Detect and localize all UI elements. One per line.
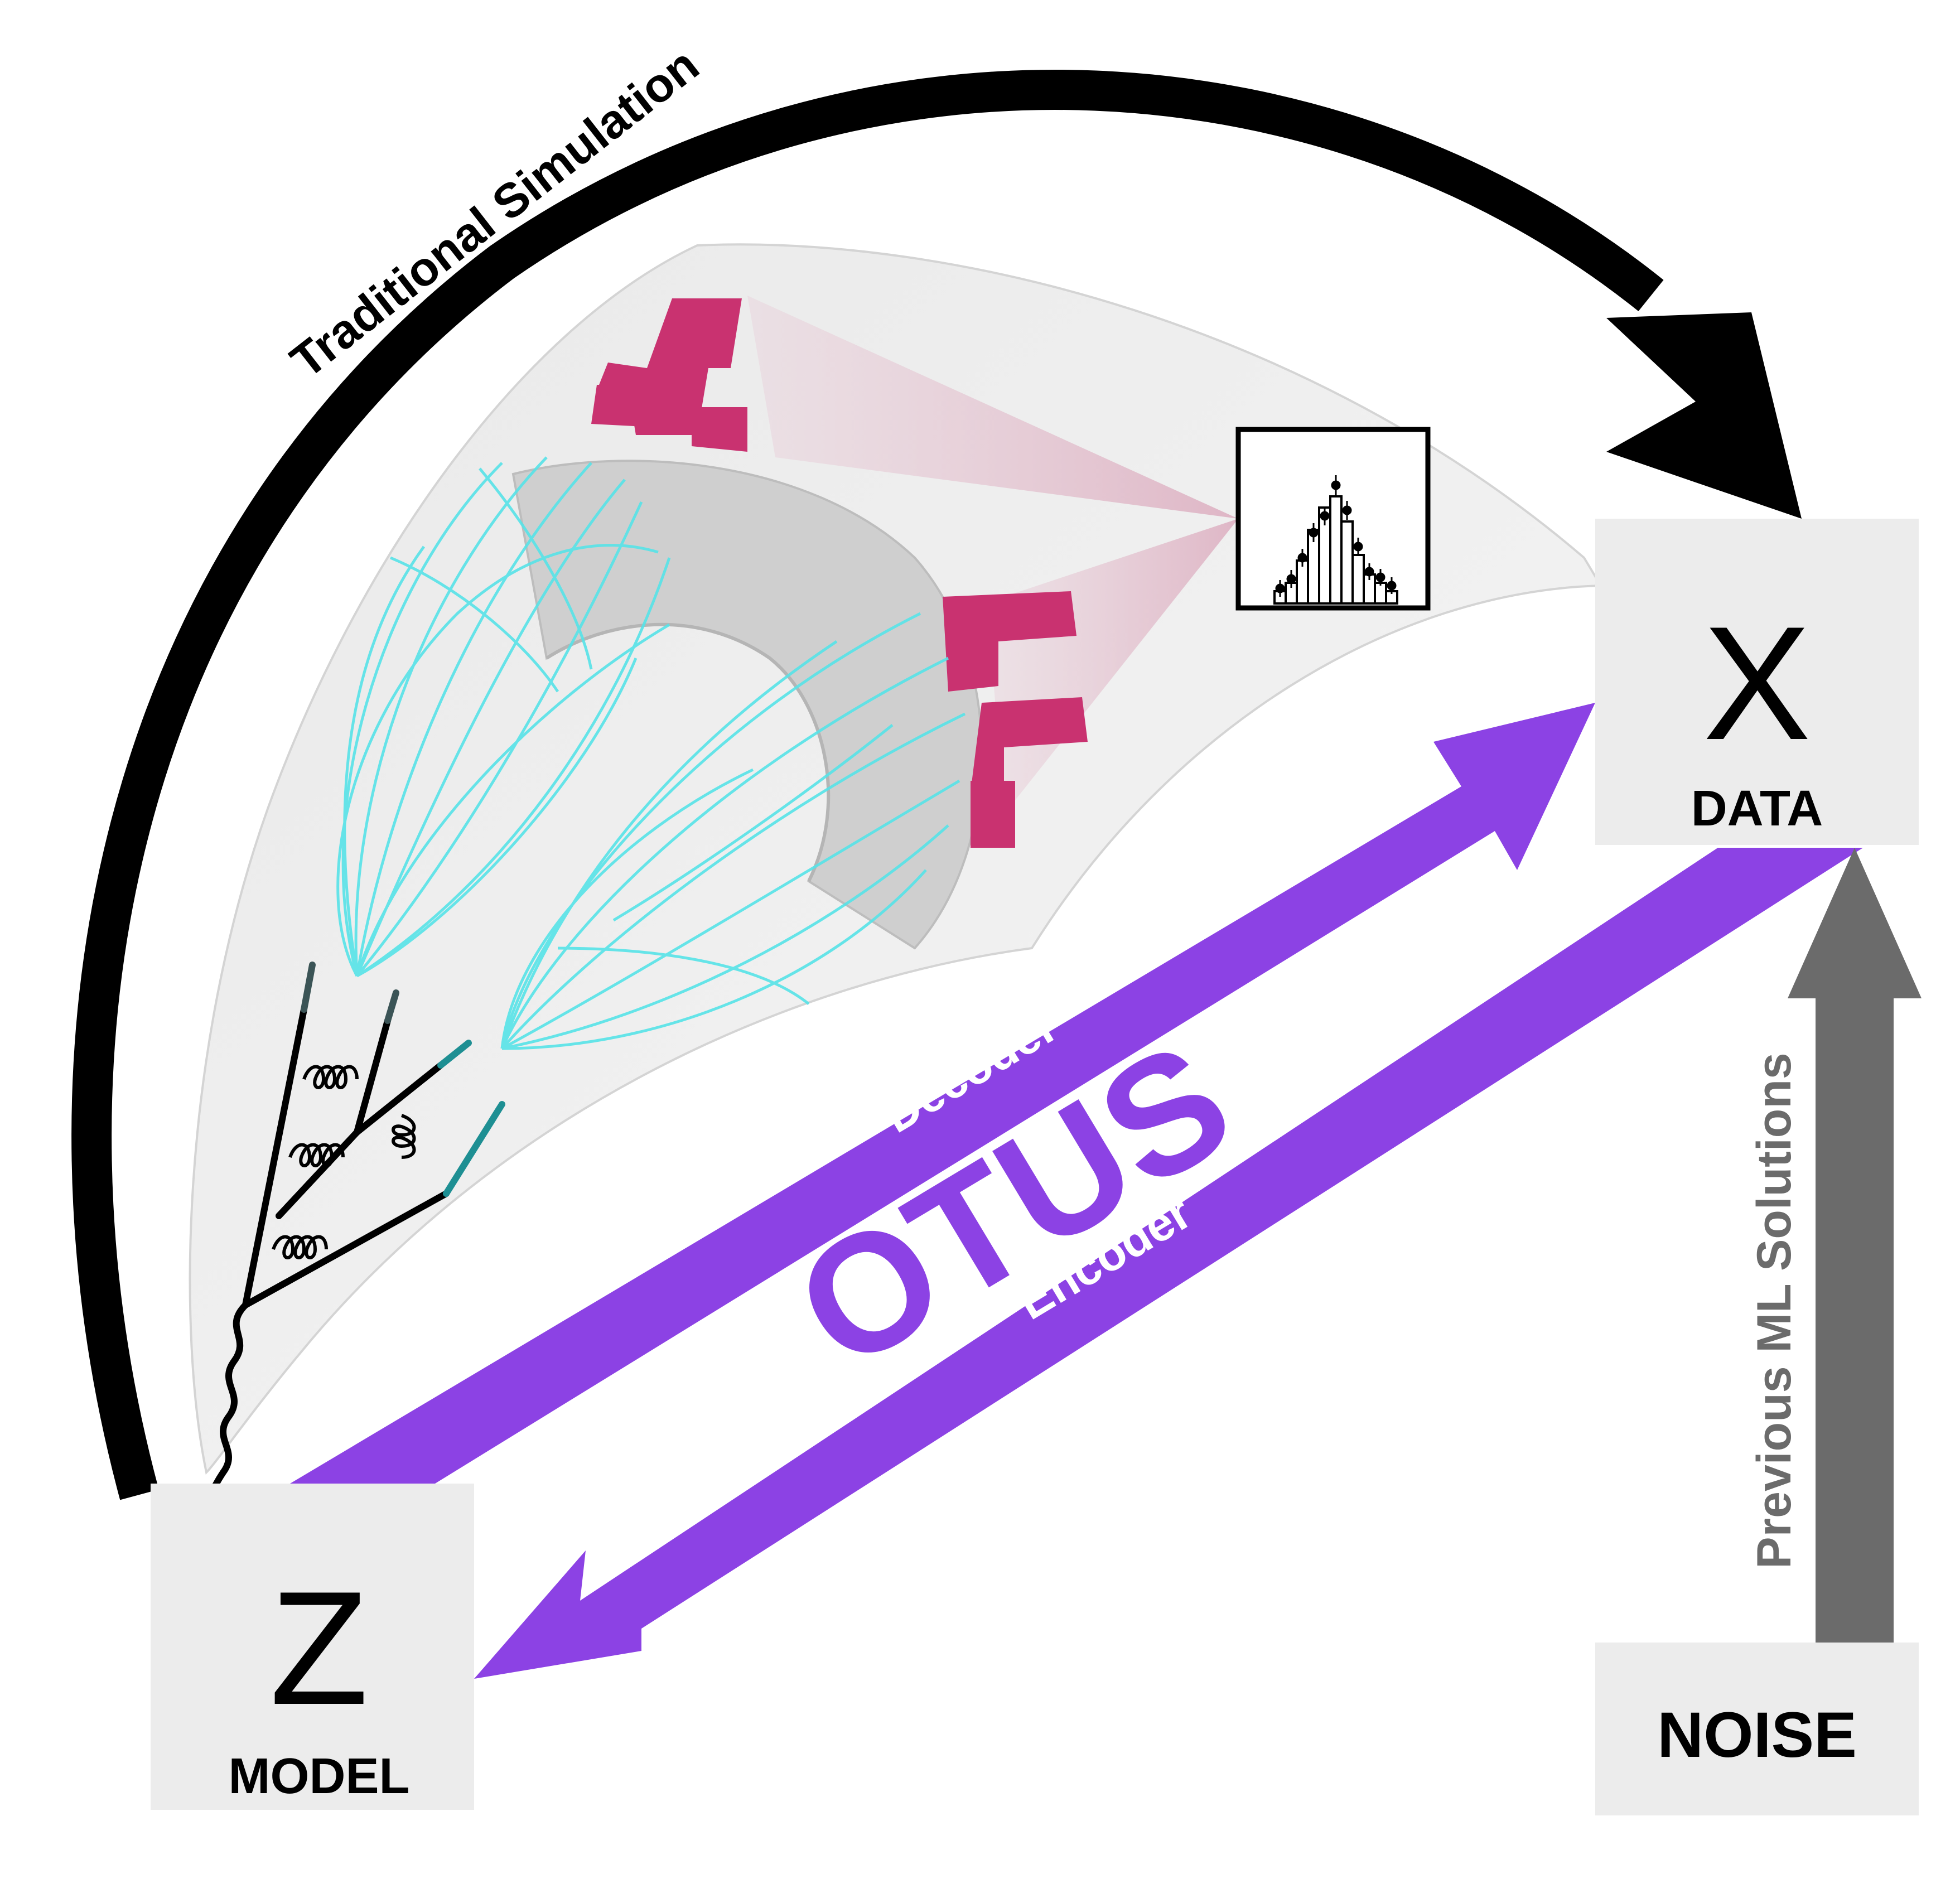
histogram-icon	[1235, 427, 1431, 611]
traditional-simulation-arc	[71, 70, 1664, 1500]
data-label: DATA	[1691, 781, 1823, 837]
decoder-arrow[interactable]	[290, 703, 1595, 1484]
traditional-simulation-arrowhead	[1606, 312, 1802, 519]
noise-box[interactable]: NOISE	[1595, 1643, 1919, 1815]
data-box[interactable]: X DATA	[1595, 519, 1919, 845]
model-label: MODEL	[229, 1748, 410, 1804]
model-symbol: Z	[269, 1558, 368, 1738]
gluon-loops	[272, 1065, 416, 1259]
noise-label: NOISE	[1657, 1699, 1857, 1771]
feynman-diagram	[203, 1006, 450, 1504]
model-box[interactable]: Z MODEL	[151, 1484, 474, 1810]
particle-tracks-lower	[500, 612, 966, 1050]
detector-segment-upper	[591, 298, 747, 452]
previous-ml-arrowhead	[1788, 848, 1922, 998]
previous-ml-arrow-shaft	[1816, 998, 1894, 1643]
signal-cone-upper	[747, 296, 1238, 519]
detector-segment-lower	[943, 591, 1088, 848]
particle-tracks-upper	[336, 456, 671, 978]
previous-ml-label: Previous ML Solutions	[1747, 1052, 1801, 1568]
data-symbol: X	[1703, 593, 1811, 774]
